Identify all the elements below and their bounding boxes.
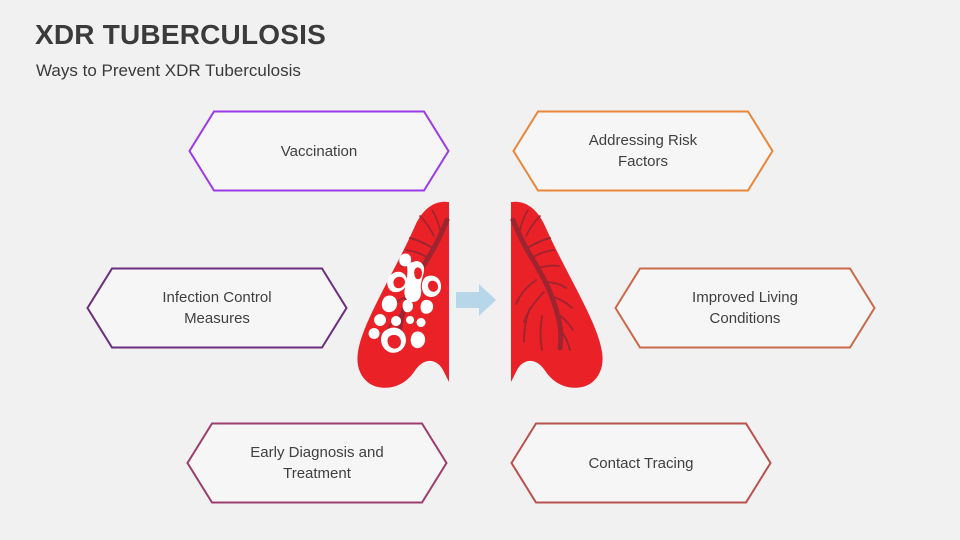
diseased-lung — [357, 201, 450, 388]
page-title: XDR TUBERCULOSIS — [35, 19, 326, 50]
hexagon-node-risk-factors[interactable]: Addressing Risk Factors — [512, 110, 774, 192]
hexagon-label-vaccination: Vaccination — [280, 142, 358, 160]
hexagon-node-vaccination[interactable]: Vaccination — [188, 110, 450, 192]
hexagon-label-infection-control: Infection Control Measures — [162, 289, 272, 327]
hexagon-shape-icon — [188, 110, 450, 192]
hexagon-node-contact-tracing[interactable]: Contact Tracing — [510, 422, 772, 504]
page-subtitle: Ways to Prevent XDR Tuberculosis — [36, 61, 301, 80]
hexagon-label-contact-tracing: Contact Tracing — [588, 454, 694, 472]
hexagon-shape-icon — [512, 110, 774, 192]
healthy-lung — [510, 201, 603, 388]
hexagon-node-living-conditions[interactable]: Improved Living Conditions — [614, 267, 876, 349]
hexagon-node-early-diagnosis[interactable]: Early Diagnosis and Treatment — [186, 422, 448, 504]
hexagon-node-infection-control[interactable]: Infection Control Measures — [86, 267, 348, 349]
lungs-comparison-illustration — [330, 196, 630, 396]
hexagon-label-living-conditions: Improved Living Conditions — [692, 289, 798, 327]
hexagon-label-early-diagnosis: Early Diagnosis and Treatment — [250, 444, 384, 482]
transition-arrow — [456, 284, 496, 316]
hexagon-shape-icon — [186, 422, 448, 504]
hexagon-label-risk-factors: Addressing Risk Factors — [588, 132, 698, 170]
hexagon-shape-icon — [86, 267, 348, 349]
hexagon-shape-icon — [510, 422, 772, 504]
hexagon-shape-icon — [614, 267, 876, 349]
